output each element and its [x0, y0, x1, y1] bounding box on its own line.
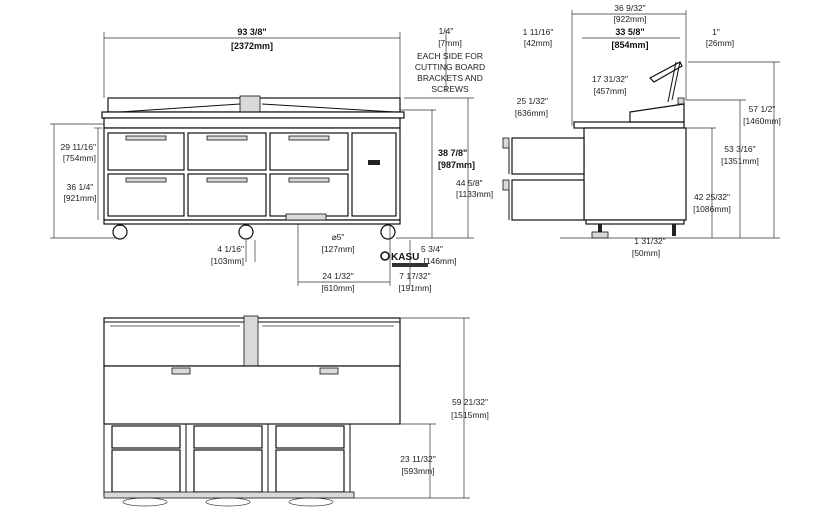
side-depth-total-label: 36 9/32" [614, 3, 645, 13]
lid-hinge-block [239, 95, 261, 113]
top-drawer-6 [275, 449, 345, 493]
lid-open-label: 17 31/32" [592, 74, 628, 84]
rear-offset-mm-label: [42mm] [524, 38, 552, 48]
compressor-offset-mm-label: [191mm] [398, 283, 431, 293]
caster-dim-label: 4 1/16" [217, 244, 244, 254]
top-drawer-4 [111, 449, 181, 493]
leg-height-label: 5 3/4" [421, 244, 443, 254]
bracket-note-line-2: CUTTING BOARD [415, 62, 485, 72]
front-offset-mm-label: [26mm] [706, 38, 734, 48]
side-depth-cab-mm-label: [854mm] [611, 40, 648, 50]
leg-height-mm-label: [146mm] [423, 256, 456, 266]
side-depth-cab-label: 33 5/8" [615, 27, 644, 37]
side-height-1-label: 57 1/2" [749, 104, 776, 114]
drawer-height-label: 29 11/16" [61, 142, 96, 152]
side-depth-total-mm-label: [922mm] [613, 14, 646, 24]
side-lid-open [649, 61, 683, 83]
top-view: 59 21/32" [1515mm] 23 11/32" [593mm] [103, 315, 489, 507]
shelf-depth-mm-label: [636mm] [515, 108, 548, 118]
bracket-note-line-3: BRACKETS AND [417, 73, 483, 83]
side-height-2-label: 53 3/16" [724, 144, 755, 154]
side-drawer-top [511, 137, 585, 175]
side-height-1-mm-label: [1460mm] [743, 116, 781, 126]
rear-offset-label: 1 11/16" [523, 27, 554, 37]
bracket-dim-label: 1/4" [439, 26, 454, 36]
caster-mid [238, 224, 254, 240]
side-height-2-mm-label: [1351mm] [721, 156, 759, 166]
drawer-3 [269, 132, 349, 171]
top-drawer-2 [193, 425, 263, 449]
compressor-offset-label: 7 17/32" [399, 271, 430, 281]
side-view: 36 9/32" [922mm] 33 5/8" [854mm] 1 11/16… [502, 3, 781, 258]
bracket-note-line-4: SCREWS [431, 84, 469, 94]
side-height-3-mm-label: [1086mm] [693, 204, 731, 214]
caster-left [112, 224, 128, 240]
cabinet-height-mm-label: [921mm] [63, 193, 96, 203]
side-cabinet [583, 127, 687, 221]
cutting-board [103, 117, 401, 129]
side-height-3-label: 42 25/32" [694, 192, 730, 202]
lid-open-mm-label: [457mm] [593, 86, 626, 96]
overall-width-mm-label: [2372mm] [231, 41, 273, 51]
top-depth-mm-label: [1515mm] [451, 410, 489, 420]
cabinet-height-label: 36 1/4" [67, 182, 94, 192]
top-cabinet [103, 365, 401, 425]
top-drawer-depth-mm-label: [593mm] [401, 466, 434, 476]
shelf-depth-label: 25 1/32" [517, 96, 548, 106]
wheel-dia-label: ⌀5" [332, 232, 345, 242]
work-height-label: 38 7/8" [438, 148, 467, 158]
compressor-width-label: 24 1/32" [322, 271, 353, 281]
drawer-height-mm-label: [754mm] [63, 153, 96, 163]
bracket-note-line-1: EACH SIDE FOR [417, 51, 483, 61]
side-drawer-bottom [511, 179, 585, 221]
caster-dim-mm-label: [103mm] [211, 256, 244, 266]
top-drawer-depth-label: 23 11/32" [400, 454, 435, 464]
total-height-mm-label: [1133mm] [456, 189, 493, 199]
side-base-label: 1 31/32" [634, 236, 665, 246]
top-drawer-1 [111, 425, 181, 449]
logo-text: KASU [391, 252, 419, 263]
caster-right [380, 224, 396, 240]
front-view: 93 3/8" [2372mm] [50, 26, 493, 293]
top-drawer-3 [275, 425, 345, 449]
side-base-mm-label: [50mm] [632, 248, 660, 258]
bracket-dim-mm-label: [7mm] [438, 38, 462, 48]
overall-width-label: 93 3/8" [237, 27, 266, 37]
compressor-panel [351, 132, 397, 217]
top-depth-label: 59 21/32" [452, 397, 488, 407]
top-drawer-5 [193, 449, 263, 493]
kasu-logo: KASU [380, 251, 428, 267]
compressor-width-mm-label: [610mm] [321, 283, 354, 293]
side-cutting-board [573, 121, 685, 129]
total-height-label: 44 5/8" [456, 178, 483, 188]
front-offset-label: 1" [712, 27, 720, 37]
wheel-dia-mm-label: [127mm] [321, 244, 354, 254]
work-height-mm-label: [987mm] [438, 160, 475, 170]
